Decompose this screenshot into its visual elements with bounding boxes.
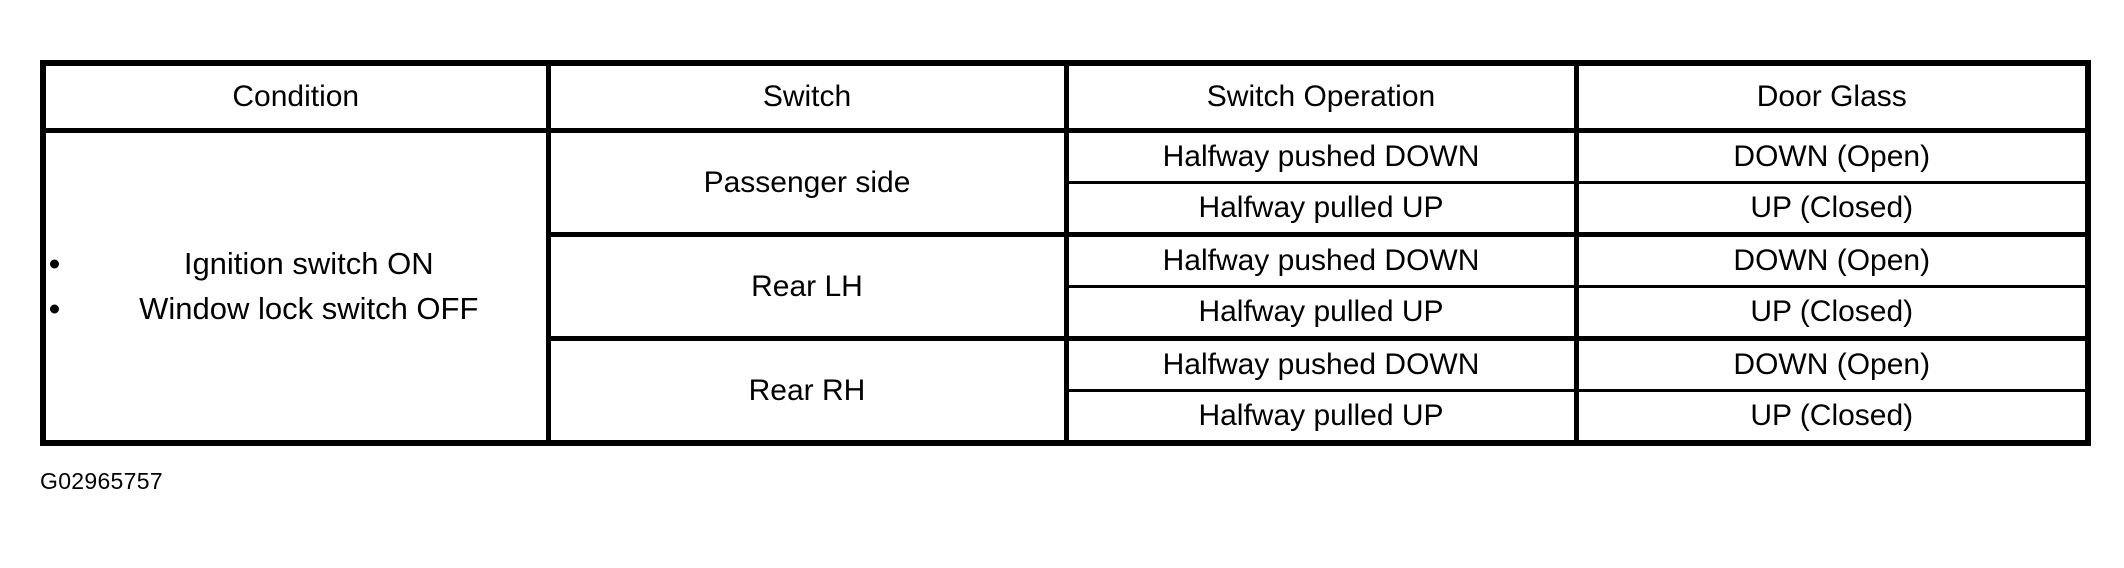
column-header-switch-operation: Switch Operation [1063, 60, 1576, 133]
door-glass-cell: DOWN (Open) [1573, 130, 2091, 183]
table-row: Halfway pulled UP UP (Closed) [43, 181, 2091, 237]
bullet-point-icon [50, 304, 59, 313]
figure-caption: G02965757 [40, 468, 163, 494]
door-glass-cell: UP (Closed) [1573, 285, 2091, 341]
switch-operation-cell: Halfway pushed DOWN [1063, 234, 1576, 287]
table-header-row: Condition Switch Switch Operation Door G… [40, 60, 2091, 133]
door-glass-cell: UP (Closed) [1573, 181, 2091, 237]
switch-operation-cell: Halfway pulled UP [1063, 389, 1576, 446]
table-row: Ignition switch ON Window lock switch OF… [40, 130, 2091, 446]
condition-bullet-item: Ignition switch ON [46, 242, 546, 286]
door-glass-cell: UP (Closed) [1573, 389, 2091, 446]
door-glass-cell: DOWN (Open) [1573, 338, 2091, 391]
switch-operation-cell: Halfway pushed DOWN [1063, 130, 1576, 183]
switch-group-cell: Rear RH [545, 338, 1066, 446]
condition-bullet-item: Window lock switch OFF [46, 287, 546, 331]
column-header-condition: Condition [40, 60, 548, 133]
switch-operation-cell: Halfway pulled UP [1063, 181, 1576, 237]
bullet-point-icon [50, 259, 59, 269]
door-glass-cell: DOWN (Open) [1573, 234, 2091, 287]
spec-table-container: Condition Switch Switch Operation Door G… [40, 60, 2091, 446]
column-header-door-glass: Door Glass [1573, 60, 2091, 133]
table-row: Rear LH Halfway pushed DOWN DOWN (Open) [43, 234, 2091, 341]
column-header-switch: Switch [545, 60, 1066, 133]
table-row: Rear RH Halfway pushed DOWN DOWN (Open) [43, 338, 2091, 446]
condition-bullet-list: Ignition switch ON Window lock switch OF… [46, 242, 546, 330]
condition-bullet-text: Ignition switch ON [183, 246, 434, 282]
switch-operation-cell: Halfway pulled UP [1063, 285, 1576, 341]
condition-cell: Ignition switch ON Window lock switch OF… [40, 130, 548, 446]
switch-group-cell: Passenger side [545, 130, 1066, 237]
window-operation-table: Condition Switch Switch Operation Door G… [40, 60, 2091, 446]
table-row: Halfway pulled UP UP (Closed) [43, 389, 2091, 446]
condition-bullet-text: Window lock switch OFF [139, 290, 479, 326]
switch-group-cell: Rear LH [545, 234, 1066, 341]
switch-operation-cell: Halfway pushed DOWN [1063, 338, 1576, 391]
table-row: Halfway pulled UP UP (Closed) [43, 285, 2091, 341]
